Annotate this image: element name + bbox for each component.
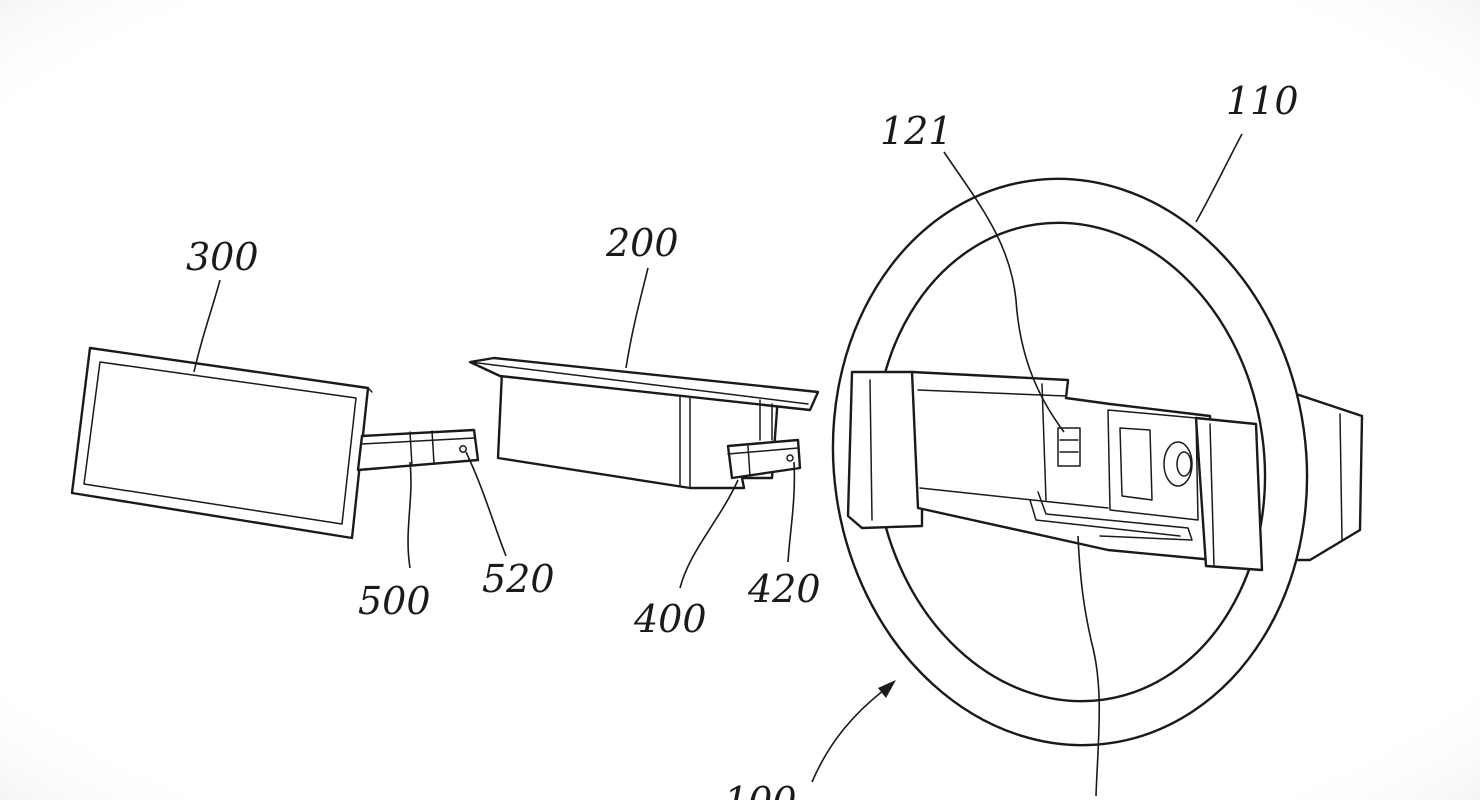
patent-figure: 300 200 500 520 400 420 110 121 100 [0, 0, 1480, 800]
scan-vignette [0, 0, 1480, 800]
figure-drawing: 300 200 500 520 400 420 110 121 100 [0, 0, 1480, 800]
